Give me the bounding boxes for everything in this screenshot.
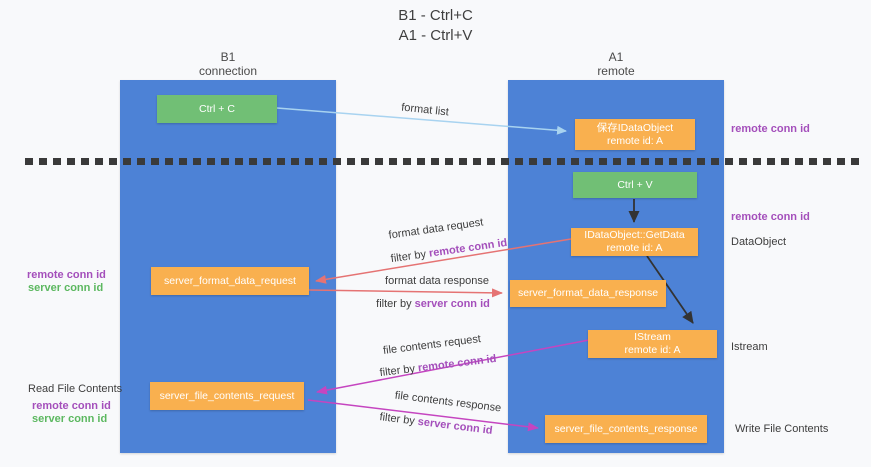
right-column-name: A1 bbox=[608, 50, 624, 64]
ctrl-c-box: Ctrl + C bbox=[157, 95, 277, 123]
server-format-data-request-label: server_format_data_request bbox=[164, 274, 296, 287]
server-format-data-response-label: server_format_data_response bbox=[517, 287, 659, 299]
getdata-line1: IDataObject::GetData bbox=[584, 229, 685, 241]
filter-by-text: filter by bbox=[376, 298, 412, 310]
server-file-contents-response-box: server_file_contents_response bbox=[545, 415, 707, 443]
istream-line2: remote id: A bbox=[624, 344, 681, 356]
arrow-getdata-to-istream bbox=[646, 255, 694, 324]
left-server-conn-id-mid: server conn id bbox=[28, 282, 104, 294]
server-conn-id-text: server conn id bbox=[414, 298, 490, 310]
arrow-format-list bbox=[276, 107, 567, 135]
title-line-2: A1 - Ctrl+V bbox=[398, 27, 473, 44]
ctrl-c-label: Ctrl + C bbox=[199, 102, 235, 115]
right-remote-conn-id-top: remote conn id bbox=[731, 123, 810, 135]
read-file-contents-label: Read File Contents bbox=[28, 383, 123, 395]
istream-line1: IStream bbox=[634, 331, 671, 343]
left-remote-conn-id-bottom: remote conn id bbox=[32, 400, 111, 412]
getdata-line2: remote id: A bbox=[606, 242, 663, 254]
format-data-response-label: format data response bbox=[385, 275, 489, 287]
server-file-contents-request-box: server_file_contents_request bbox=[150, 382, 304, 410]
left-column-role: connection bbox=[198, 64, 258, 78]
left-column-header: B1 connection bbox=[168, 50, 288, 78]
arrow-format-data-response bbox=[308, 288, 503, 298]
arrow-file-contents-response bbox=[307, 399, 539, 432]
write-file-contents-label: Write File Contents bbox=[735, 423, 829, 435]
left-column-name: B1 bbox=[220, 50, 236, 64]
server-file-contents-request-label: server_file_contents_request bbox=[159, 389, 295, 402]
istream-side-label: Istream bbox=[731, 341, 768, 353]
server-file-contents-response-label: server_file_contents_response bbox=[554, 422, 698, 435]
save-idataobject-line1: 保存IDataObject bbox=[596, 121, 674, 134]
title-line-1: B1 - Ctrl+C bbox=[398, 7, 473, 24]
left-remote-conn-id-mid: remote conn id bbox=[27, 269, 106, 281]
left-server-conn-id-bottom: server conn id bbox=[32, 413, 108, 425]
dashed-divider bbox=[25, 158, 863, 165]
ctrl-v-box: Ctrl + V bbox=[573, 172, 697, 198]
arrow-format-data-request bbox=[315, 238, 572, 284]
server-format-data-response-box: server_format_data_response bbox=[510, 280, 666, 307]
right-column-header: A1 remote bbox=[556, 50, 676, 78]
getdata-box: IDataObject::GetData remote id: A bbox=[571, 228, 698, 256]
istream-box: IStream remote id: A bbox=[588, 330, 717, 358]
save-idataobject-box: 保存IDataObject remote id: A bbox=[575, 119, 695, 150]
ctrl-v-label: Ctrl + V bbox=[617, 178, 653, 191]
dataobject-label: DataObject bbox=[731, 236, 787, 248]
right-remote-conn-id-mid: remote conn id bbox=[731, 211, 810, 223]
server-format-data-request-box: server_format_data_request bbox=[151, 267, 309, 295]
filter-by-server-conn-id-label-1: filter by server conn id bbox=[376, 298, 490, 310]
save-idataobject-line2: remote id: A bbox=[606, 134, 664, 147]
right-column-role: remote bbox=[597, 64, 635, 78]
arrow-file-contents-request bbox=[316, 339, 590, 395]
page-title: B1 - Ctrl+C A1 - Ctrl+V bbox=[0, 6, 871, 46]
